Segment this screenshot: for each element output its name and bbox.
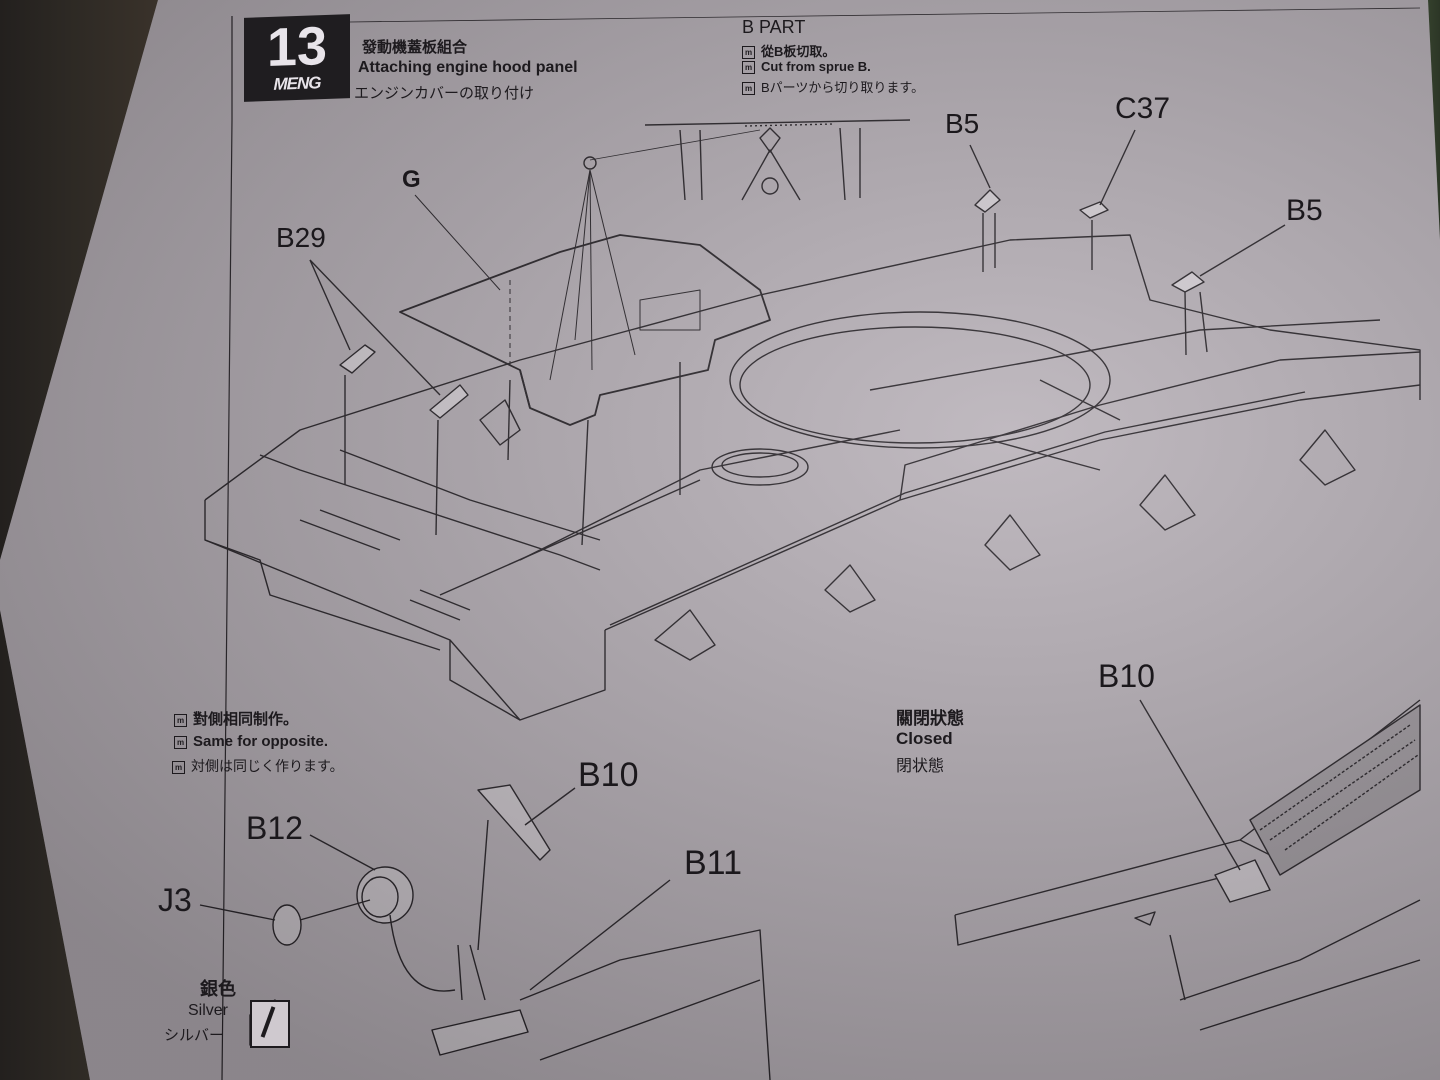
turret-ring	[729, 311, 1111, 449]
label-part-b29: B29	[276, 222, 326, 253]
detail-closed-hatch	[954, 699, 1421, 1031]
paint-note-cn: 銀色	[200, 979, 236, 999]
part-b5-left	[969, 144, 1001, 272]
label-part-g: G	[402, 166, 421, 193]
label-part-b10-detail: B10	[578, 756, 639, 794]
step-title-en: Attaching engine hood panel	[358, 59, 578, 76]
brand-logo: MENG	[273, 73, 321, 94]
instruction-note-icon: m	[174, 735, 187, 749]
instruction-note-icon: m	[742, 82, 755, 96]
part-b29	[309, 259, 511, 536]
paint-note-en: Silver	[188, 1002, 229, 1019]
part-c37	[1079, 129, 1136, 270]
sprue-heading: B PART	[742, 17, 806, 37]
closed-note-cn: 關閉狀態	[896, 709, 964, 728]
assembly-arrow	[581, 419, 589, 546]
label-part-j3: J3	[158, 882, 192, 918]
step-number: 13	[266, 15, 328, 79]
paintbrush-icon	[250, 1000, 290, 1048]
label-part-c37: C37	[1115, 92, 1171, 125]
page-border-left	[221, 16, 233, 1080]
part-b5-right	[1171, 224, 1286, 356]
label-part-b5-right: B5	[1286, 194, 1323, 227]
page-border-top	[349, 7, 1421, 23]
hatch-opening	[711, 448, 809, 486]
label-part-b11: B11	[684, 844, 742, 882]
sprue-inset-drawing	[583, 119, 911, 201]
closed-note-jp: 閉状態	[896, 758, 945, 775]
suspension-brackets	[479, 399, 1356, 661]
hull-body	[204, 234, 1421, 721]
turret-ring-inner	[739, 326, 1091, 444]
instruction-note-icon: m	[174, 713, 187, 727]
closed-note-en: Closed	[896, 729, 953, 748]
instruction-note-icon: m	[172, 760, 185, 774]
label-part-b12: B12	[246, 810, 303, 846]
label-part-b5-left: B5	[945, 108, 980, 139]
step-badge: 13 MENG	[244, 14, 350, 102]
label-part-b10-closed: B10	[1098, 658, 1155, 694]
step-title-cn: 發動機蓋板組合	[362, 39, 468, 56]
instruction-note-icon: m	[742, 61, 755, 75]
instruction-note-icon: m	[742, 46, 755, 60]
leader-lines-g	[414, 169, 636, 381]
step-title-jp: エンジンカバーの取り付け	[354, 85, 535, 102]
paint-note-jp: シルバー	[164, 1027, 225, 1044]
part-g-engine-hood	[399, 234, 771, 426]
